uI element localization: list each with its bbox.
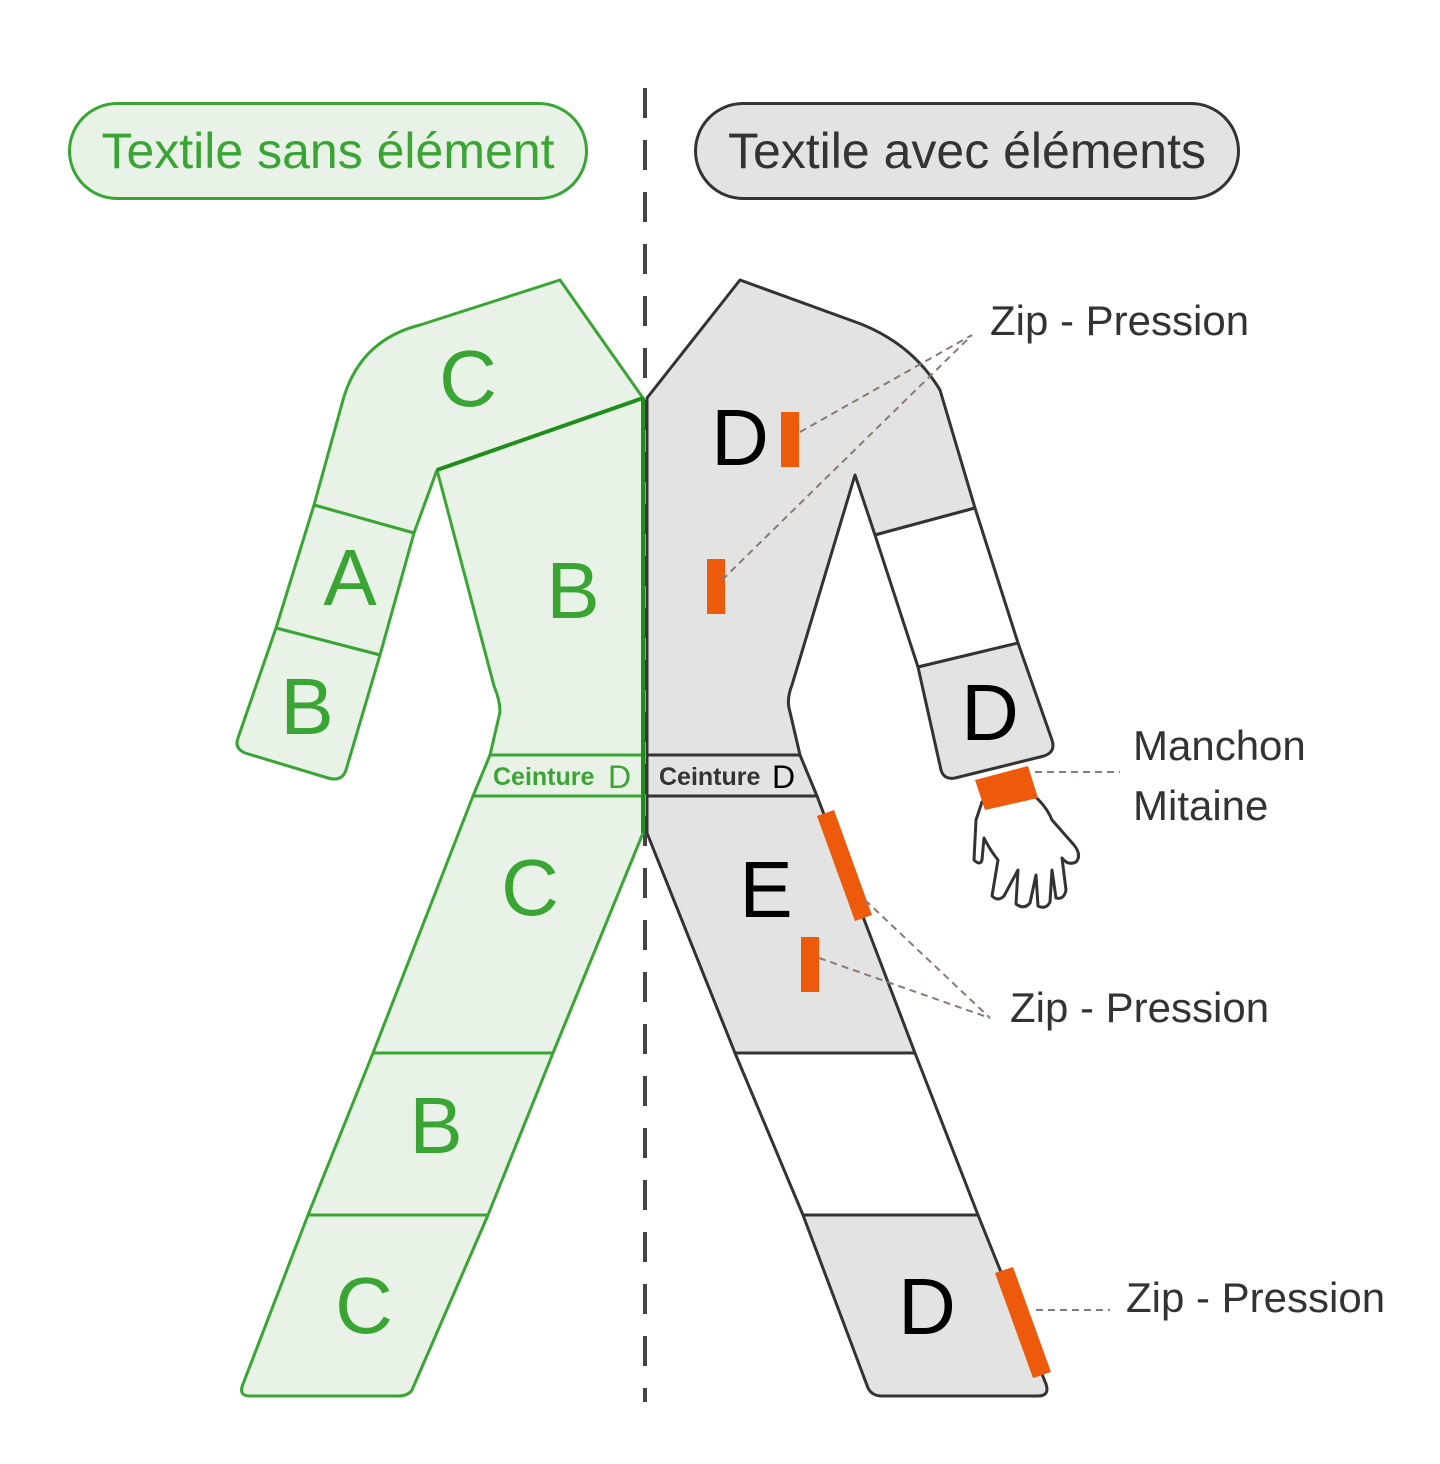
- left-ankle-zone: [240, 1213, 490, 1398]
- right-shin-zone: [733, 1051, 980, 1217]
- right-hip-letter: E: [739, 845, 792, 934]
- left-upper-arm-letter: A: [323, 533, 377, 622]
- left-shin-letter: B: [409, 1081, 462, 1170]
- zip-chest-upper: [781, 412, 799, 467]
- left-shoulder-letter: C: [439, 334, 497, 423]
- right-chest-letter: D: [711, 393, 769, 482]
- callout-zip-top: Zip - Pression: [990, 297, 1249, 344]
- right-wrist-letter: D: [961, 668, 1019, 757]
- zip-chest-lower: [707, 559, 725, 614]
- left-garment: [235, 278, 645, 1398]
- left-zone-letters: C A B B Ceinture D C B C: [280, 334, 631, 1350]
- header-textile-avec-elements: Textile avec éléments: [694, 102, 1240, 200]
- callout-manchon: Manchon: [1133, 722, 1306, 769]
- right-upper-arm-zone: [873, 506, 1020, 669]
- left-belt-letter: D: [608, 759, 631, 795]
- left-belt-label: Ceinture: [493, 763, 595, 791]
- right-garment: [645, 278, 1055, 1398]
- manchon-band: [975, 766, 1038, 810]
- right-wrist-zone: [916, 641, 1055, 780]
- right-belt-letter: D: [772, 759, 795, 795]
- callout-zip-bottom: Zip - Pression: [1126, 1274, 1385, 1321]
- header-textile-sans-element: Textile sans élément: [68, 102, 588, 200]
- callout-mitaine: Mitaine: [1133, 782, 1268, 829]
- left-shoulder-seam: [436, 396, 644, 472]
- leader-lines: [721, 334, 1120, 1311]
- zip-hip-short: [801, 937, 819, 992]
- zip-hip-long: [817, 810, 872, 921]
- left-thigh-letter: C: [501, 843, 559, 932]
- mitten-icon: [972, 790, 1081, 909]
- right-zone-letters: D D Ceinture D E D: [659, 393, 1019, 1351]
- callout-zip-mid: Zip - Pression: [1010, 984, 1269, 1031]
- left-torso-letter: B: [546, 546, 599, 635]
- right-ankle-letter: D: [898, 1262, 956, 1351]
- right-belt-label: Ceinture: [659, 763, 761, 791]
- left-forearm-zone: [235, 626, 382, 781]
- right-ankle-zone: [801, 1213, 1049, 1398]
- left-ankle-letter: C: [335, 1261, 393, 1350]
- zip-elements: [707, 412, 1051, 1378]
- left-thigh-zone: [371, 794, 645, 1055]
- left-forearm-letter: B: [280, 662, 333, 751]
- zip-ankle: [995, 1267, 1051, 1378]
